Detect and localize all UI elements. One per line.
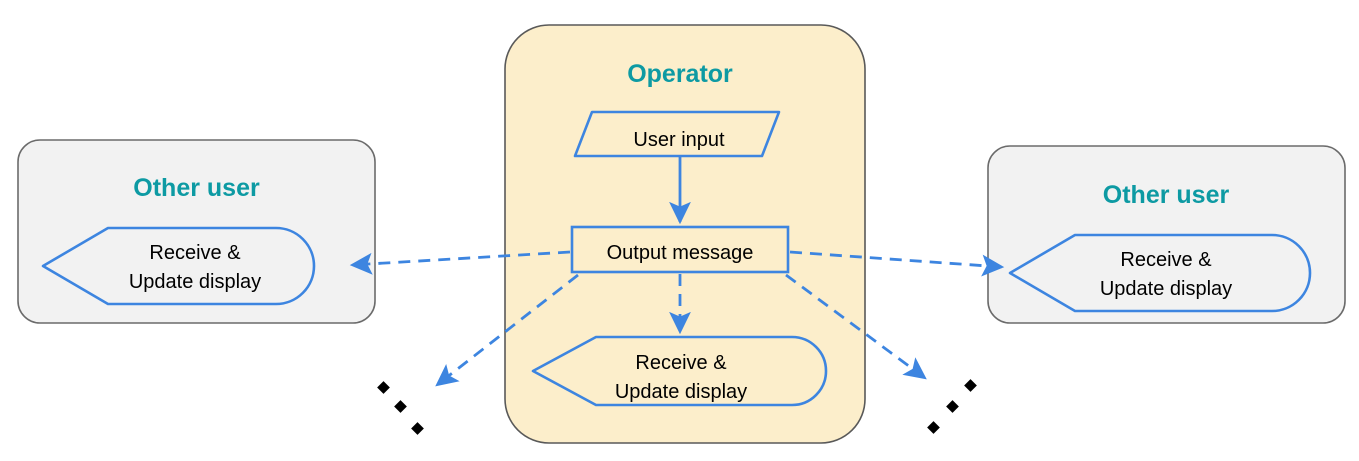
user-input-label: User input [633, 129, 725, 151]
node-user-input[interactable]: User input [573, 110, 781, 158]
ellipsis-left-dot-3 [411, 422, 424, 435]
ellipsis-right-dot-2 [946, 400, 959, 413]
connector-output-to-more-right [785, 273, 927, 380]
output-message-shape[interactable] [570, 225, 790, 274]
right-receive-shape[interactable] [1008, 233, 1312, 313]
operator-receive-label-line1: Receive & [635, 352, 727, 374]
lane-operator[interactable]: Operator User input Output message Recei… [504, 24, 866, 444]
right-receive-label-line1: Receive & [1120, 249, 1212, 271]
lane-title-other-user-left: Other user [133, 174, 260, 202]
connector-output-to-more-left [435, 273, 579, 387]
node-right-receive[interactable]: Receive & Update display [1008, 233, 1312, 313]
lane-other-user-right[interactable]: Other user Receive & Update display [987, 145, 1346, 324]
operator-receive-shape[interactable] [531, 335, 828, 407]
lane-other-user-left[interactable]: Other user Receive & Update display [17, 139, 376, 324]
lane-title-other-user-right: Other user [1103, 181, 1230, 209]
ellipsis-right [927, 379, 977, 434]
ellipsis-right-dot-3 [927, 421, 940, 434]
ellipsis-left [377, 381, 424, 435]
output-message-label: Output message [607, 242, 754, 264]
node-output-message[interactable]: Output message [570, 225, 790, 274]
operator-receive-label-line2: Update display [615, 381, 747, 403]
ellipsis-left-dot-2 [394, 400, 407, 413]
right-receive-label-line2: Update display [1100, 278, 1232, 300]
connector-output-to-right-receive [789, 250, 1005, 277]
left-receive-shape[interactable] [41, 226, 316, 306]
ellipsis-left-dot-1 [377, 381, 390, 394]
connector-output-to-left-receive [349, 250, 571, 275]
ellipsis-right-dot-1 [964, 379, 977, 392]
node-left-receive[interactable]: Receive & Update display [41, 226, 316, 306]
left-receive-label-line2: Update display [129, 271, 261, 293]
user-input-shape[interactable] [573, 110, 781, 158]
left-receive-label-line1: Receive & [149, 242, 241, 264]
node-operator-receive[interactable]: Receive & Update display [531, 335, 828, 407]
lane-title-operator: Operator [627, 60, 733, 88]
